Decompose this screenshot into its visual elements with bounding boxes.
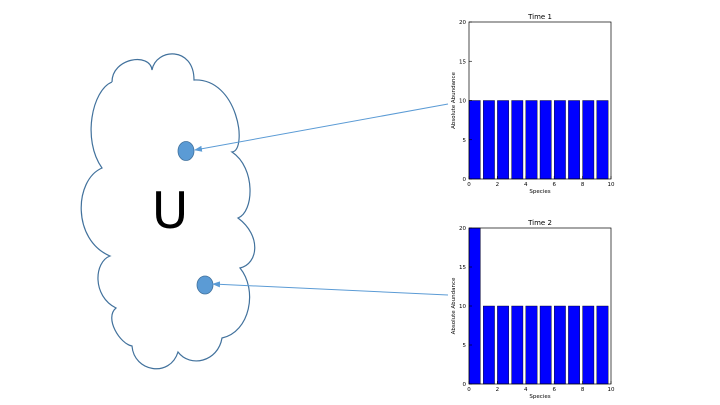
bar-species-3 (511, 305, 524, 385)
bar-species-7 (568, 305, 580, 385)
y-tick-label: 10 (459, 99, 466, 105)
arrow-time-1 (194, 103, 449, 152)
x-tick-label: 2 (496, 182, 500, 188)
bar-species-3 (511, 100, 524, 180)
bar-species-5 (539, 305, 552, 385)
y-tick-label: 20 (459, 20, 466, 26)
bar-species-2 (497, 100, 509, 180)
y-axis-label: Absolute Abundance (451, 277, 457, 334)
arrow-time-2 (212, 281, 449, 296)
cloud-label: U (152, 182, 189, 240)
y-tick-label: 0 (463, 382, 467, 388)
x-tick-label: 4 (524, 182, 528, 188)
x-tick-label: 6 (552, 387, 556, 393)
bar-species-2 (497, 305, 509, 385)
y-tick-label: 15 (459, 59, 466, 65)
y-tick-label: 5 (463, 138, 467, 144)
y-tick-label: 20 (459, 226, 466, 232)
bar-species-5 (539, 100, 552, 180)
sample-dot-time-1 (177, 141, 195, 161)
y-tick-label: 10 (459, 304, 466, 310)
y-tick-label: 0 (463, 177, 467, 183)
x-tick-label: 10 (608, 182, 615, 188)
x-tick-label: 0 (467, 182, 471, 188)
chart-title: Time 1 (527, 13, 552, 21)
y-tick-label: 5 (463, 343, 467, 349)
x-tick-label: 6 (552, 182, 556, 188)
x-tick-label: 2 (496, 387, 500, 393)
bar-species-6 (554, 305, 566, 385)
community-cloud: U (76, 53, 256, 373)
chart-title: Time 2 (527, 219, 552, 227)
x-tick-label: 0 (467, 387, 471, 393)
bar-species-8 (582, 100, 595, 180)
y-tick-label: 15 (459, 265, 466, 271)
x-tick-label: 8 (581, 387, 585, 393)
bar-species-9 (596, 305, 609, 385)
x-tick-label: 10 (608, 387, 615, 393)
x-tick-label: 8 (581, 182, 585, 188)
chart-time-2: 0 2 4 6 8 10 0 5 10 15 20 Time 2 Species Absolute Abu… (451, 219, 615, 400)
bar-species-9 (596, 100, 609, 180)
bar-species-8 (582, 305, 595, 385)
bar-species-7 (568, 100, 580, 180)
bar-species-6 (554, 100, 566, 180)
x-axis-label: Species (529, 394, 550, 400)
chart-time-1: 0 2 4 6 8 10 0 5 10 15 20 Time 1 Species Absolute Abu… (451, 13, 615, 195)
sample-dot-time-2 (196, 275, 214, 295)
bar-species-1 (483, 100, 495, 180)
bar-species-1 (483, 305, 495, 385)
x-tick-label: 4 (524, 387, 528, 393)
y-axis-label: Absolute Abundance (451, 72, 457, 129)
x-axis-label: Species (529, 189, 550, 195)
bar-species-4 (525, 305, 538, 385)
bar-species-4 (525, 100, 538, 180)
